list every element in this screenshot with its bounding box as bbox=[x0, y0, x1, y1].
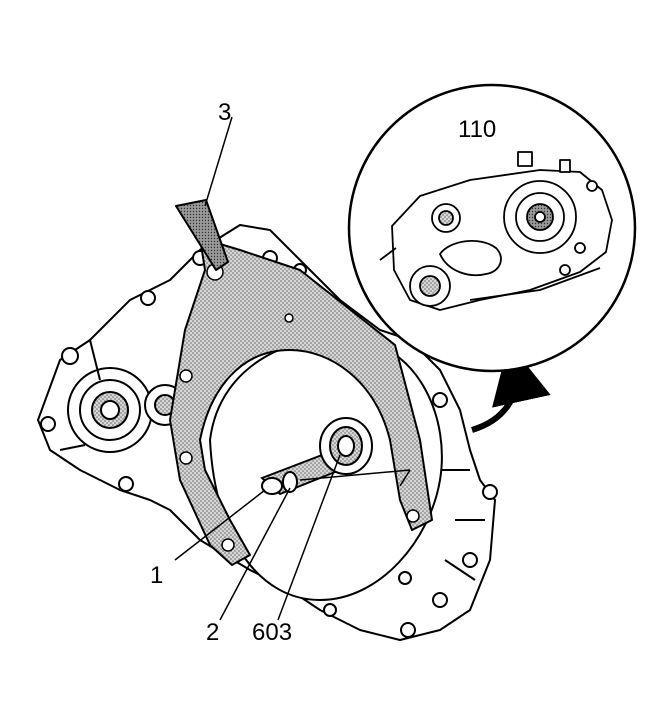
inset-arrow bbox=[471, 342, 551, 433]
shaft-assembly bbox=[260, 417, 411, 496]
callout-603: 603 bbox=[252, 619, 293, 646]
callout-1: 1 bbox=[150, 562, 164, 589]
callout-2: 2 bbox=[206, 619, 220, 646]
callout-110: 110 bbox=[458, 116, 497, 143]
inset-detail bbox=[347, 83, 637, 373]
callout-3: 3 bbox=[218, 99, 232, 126]
holding-fixture-plate bbox=[169, 237, 433, 566]
pry-bar bbox=[175, 199, 229, 271]
